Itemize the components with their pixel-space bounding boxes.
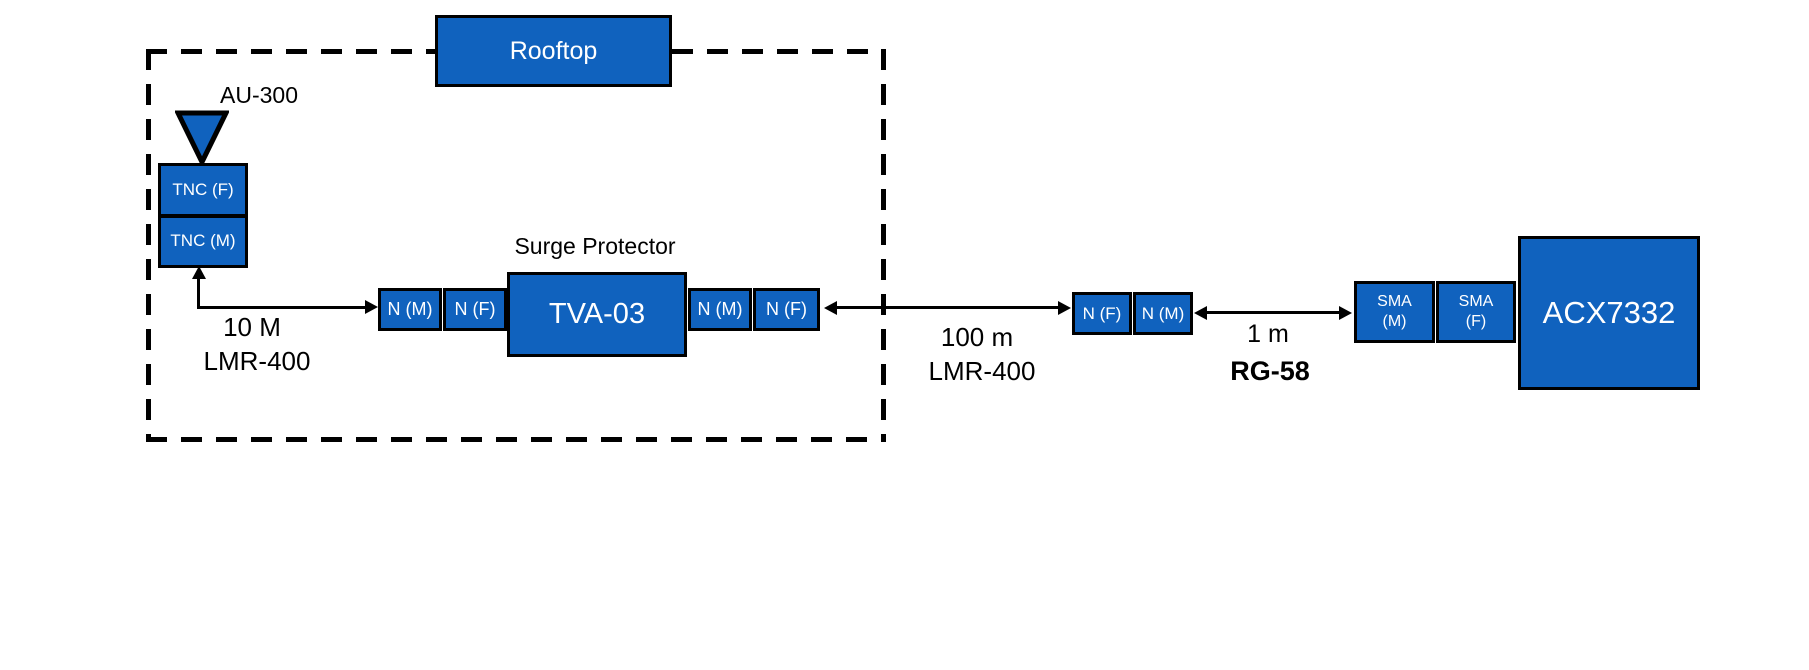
connector-n-m-left-label: N (M) xyxy=(387,299,433,319)
cable2-arrowhead-right-icon xyxy=(1058,301,1071,315)
rooftop-zone-label: Rooftop xyxy=(509,36,598,65)
cable1-vertical-line xyxy=(197,277,200,308)
surge-protector-model-label: TVA-03 xyxy=(548,298,646,330)
connector-sma-m-line2: (M) xyxy=(1382,313,1407,330)
connector-sma-f: SMA (F) xyxy=(1436,281,1516,343)
cable3-type-label: RG-58 xyxy=(1230,356,1310,386)
adapter-connector-n-m: N (M) xyxy=(1133,292,1193,335)
connector-n-f-right: N (F) xyxy=(753,288,820,331)
rooftop-boundary-top-left-dash xyxy=(146,49,435,54)
cable1-arrowhead-up-icon xyxy=(192,266,206,279)
connector-tnc-f-label: TNC (F) xyxy=(172,179,234,199)
connector-n-f-left: N (F) xyxy=(443,288,507,331)
cable2-length-label: 100 m xyxy=(940,322,1014,352)
connector-n-m-left: N (M) xyxy=(378,288,442,331)
rooftop-boundary-bottom-dash xyxy=(146,437,886,442)
connector-tnc-m: TNC (M) xyxy=(161,217,245,265)
cable1-horizontal-line xyxy=(197,306,368,309)
connector-sma-f-line1: SMA xyxy=(1458,293,1494,310)
connector-sma-m-label: SMA (M) xyxy=(1377,292,1412,332)
cable3-arrowhead-right-icon xyxy=(1339,306,1352,320)
connector-sma-m: SMA (M) xyxy=(1354,281,1435,343)
receiver-model-label: ACX7332 xyxy=(1542,295,1676,330)
cable2-type-label: LMR-400 xyxy=(928,356,1036,386)
connector-sma-f-line2: (F) xyxy=(1465,313,1487,330)
connector-n-m-right-label: N (M) xyxy=(697,299,743,319)
antenna-label: AU-300 xyxy=(220,82,298,108)
connector-n-f-left-label: N (F) xyxy=(454,299,496,319)
surge-protector-title: Surge Protector xyxy=(514,233,676,259)
connector-sma-f-label: SMA (F) xyxy=(1459,292,1494,332)
connector-n-f-right-label: N (F) xyxy=(766,299,807,319)
connector-tnc-m-label: TNC (M) xyxy=(170,231,236,251)
cable2-arrowhead-left-icon xyxy=(824,301,837,315)
cable1-type-label: LMR-400 xyxy=(203,346,311,376)
cable3-length-label: 1 m xyxy=(1247,320,1289,348)
connector-n-m-right: N (M) xyxy=(688,288,752,331)
rooftop-boundary-top-right-dash xyxy=(672,49,886,54)
connector-tnc-f: TNC (F) xyxy=(161,166,245,214)
cable1-arrowhead-right-icon xyxy=(365,300,378,314)
cable3-arrowhead-left-icon xyxy=(1194,306,1207,320)
antenna-icon xyxy=(175,110,229,164)
surge-protector-box: TVA-03 xyxy=(507,272,687,357)
connector-sma-m-line1: SMA xyxy=(1377,293,1412,310)
cable3-line xyxy=(1206,311,1341,314)
receiver-box: ACX7332 xyxy=(1518,236,1700,390)
antenna-connector-stack: TNC (F) TNC (M) xyxy=(158,163,248,268)
adapter-connector-n-f: N (F) xyxy=(1072,292,1132,335)
adapter-connector-n-f-label: N (F) xyxy=(1082,303,1122,323)
rooftop-zone-box: Rooftop xyxy=(435,15,672,87)
cable2-line xyxy=(836,306,1060,309)
cable1-length-label: 10 M xyxy=(223,312,281,342)
adapter-connector-n-m-label: N (M) xyxy=(1141,303,1185,323)
rooftop-boundary-right-dash xyxy=(881,49,886,442)
rooftop-boundary-left-dash xyxy=(146,49,151,442)
